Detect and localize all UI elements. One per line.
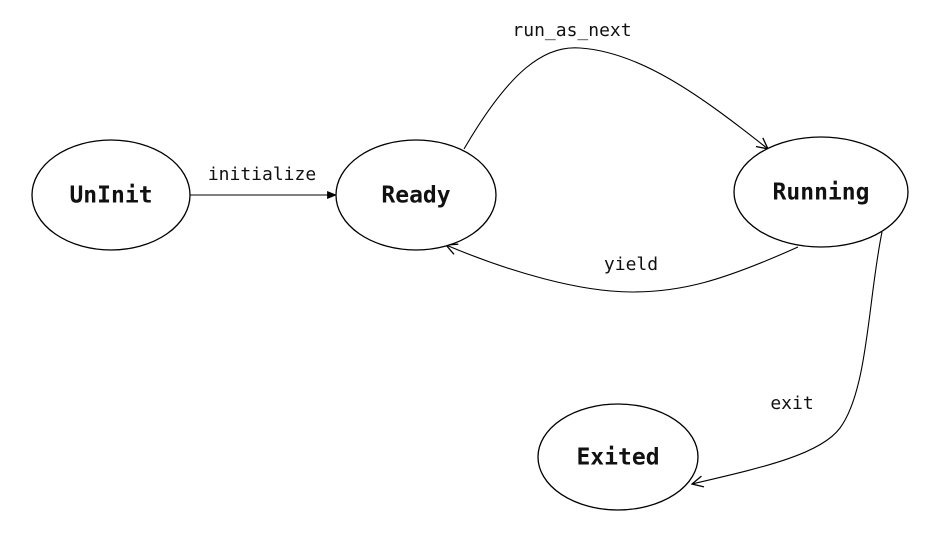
- edge-initialize: initialize: [190, 164, 337, 199]
- state-ready-shape: [335, 139, 497, 251]
- state-running-label: Running: [773, 180, 870, 206]
- edge-yield-line: [446, 245, 799, 293]
- state-ready: Ready: [335, 139, 497, 251]
- edge-label-initialize: initialize: [208, 164, 316, 185]
- state-exited: Exited: [537, 403, 699, 511]
- state-exited-shape: [537, 403, 699, 511]
- state-uninit-shape: [31, 139, 191, 251]
- state-ready-label: Ready: [381, 183, 450, 209]
- state-uninit-label: UnInit: [69, 183, 152, 209]
- edge-run-as-next-line: [463, 47, 768, 149]
- edge-yield: yield: [446, 245, 799, 293]
- edge-exit-line: [692, 231, 883, 484]
- state-uninit: UnInit: [31, 139, 191, 251]
- edge-label-yield: yield: [604, 254, 658, 275]
- edge-label-exit: exit: [770, 393, 813, 414]
- state-exited-label: Exited: [576, 445, 659, 471]
- edge-run-as-next: run_as_next: [463, 20, 768, 149]
- state-running-shape: [733, 136, 909, 248]
- edge-label-run-as-next: run_as_next: [512, 20, 631, 41]
- edge-exit: exit: [692, 231, 883, 484]
- state-running: Running: [733, 136, 909, 248]
